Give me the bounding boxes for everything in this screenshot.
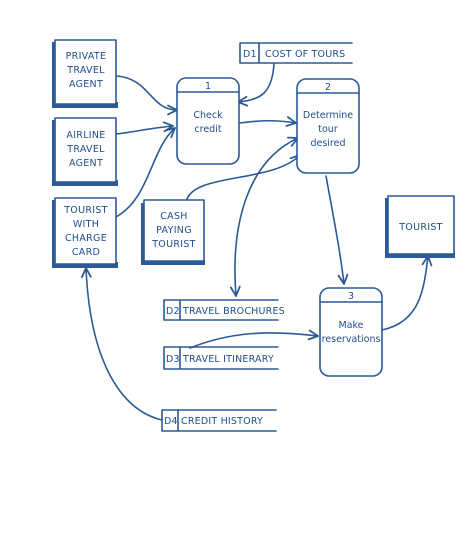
- process-label: tour: [318, 124, 338, 135]
- process-number: 3: [348, 291, 354, 302]
- process-determine-tour-desired: 2 Determine tour desired: [296, 78, 360, 174]
- entity-label: TRAVEL: [66, 144, 105, 155]
- process-label: Make: [338, 320, 363, 331]
- process-make-reservations: 3 Make reservations: [319, 287, 383, 377]
- entity-label: WITH: [73, 219, 99, 230]
- data-store-d3: D3 TRAVEL ITINERARY: [163, 346, 279, 370]
- process-label: desired: [310, 138, 345, 149]
- process-label: Check: [193, 110, 223, 121]
- flow-d3-to-make-reservations: [189, 329, 319, 349]
- process-label: credit: [194, 124, 221, 135]
- flow-airline-agent-to-check-credit: [115, 121, 174, 135]
- data-store-code: D3: [166, 354, 180, 365]
- flow-d4-to-charge-card-tourist: [81, 267, 163, 421]
- entity-label: TOURIST: [63, 205, 108, 216]
- entity-label: TOURIST: [398, 222, 443, 233]
- data-store-d1: D1 COST OF TOURS: [239, 42, 353, 64]
- data-store-label: COST OF TOURS: [265, 49, 345, 60]
- process-check-credit: 1 Check credit: [176, 77, 240, 165]
- data-store-label: CREDIT HISTORY: [181, 416, 263, 427]
- entity-label: PRIVATE: [66, 51, 107, 62]
- flow-d1-to-determine-tour: [237, 63, 275, 107]
- entity-tourist-with-charge-card: TOURIST WITH CHARGE CARD: [52, 197, 118, 268]
- flow-determine-tour-d2: [229, 136, 299, 297]
- data-store-label: TRAVEL BROCHURES: [182, 306, 285, 317]
- data-store-code: D4: [164, 416, 178, 427]
- entity-cash-paying-tourist: CASH PAYING TOURIST: [141, 199, 205, 265]
- entity-label: CHARGE: [65, 233, 107, 244]
- process-label: Determine: [303, 110, 353, 121]
- flow-private-agent-to-check-credit: [115, 75, 178, 116]
- entity-label: AIRLINE: [66, 130, 105, 141]
- entity-label: CASH: [160, 211, 188, 222]
- entity-label: TOURIST: [151, 239, 196, 250]
- data-store-d4: D4 CREDIT HISTORY: [161, 409, 277, 432]
- process-number: 2: [325, 82, 331, 93]
- flow-charge-card-tourist-to-check-credit: [113, 127, 176, 219]
- process-label: reservations: [322, 334, 381, 345]
- entity-label: AGENT: [69, 158, 103, 169]
- data-store-code: D1: [243, 49, 257, 60]
- flow-check-credit-to-determine-tour: [239, 116, 297, 127]
- entity-label: AGENT: [69, 79, 103, 90]
- entity-tourist: TOURIST: [385, 195, 455, 258]
- process-number: 1: [205, 81, 211, 92]
- entity-label: PAYING: [156, 225, 192, 236]
- entity-private-travel-agent: PRIVATE TRAVEL AGENT: [52, 39, 118, 108]
- data-store-code: D2: [166, 306, 180, 317]
- entity-airline-travel-agent: AIRLINE TRAVEL AGENT: [52, 117, 118, 186]
- entity-label: TRAVEL: [66, 65, 105, 76]
- entity-label: CARD: [72, 247, 100, 258]
- flows: [81, 63, 433, 421]
- data-store-d2: D2 TRAVEL BROCHURES: [163, 299, 285, 321]
- flow-make-reservations-to-tourist: [381, 255, 433, 331]
- flow-determine-tour-to-make-reservations: [325, 175, 349, 285]
- data-store-label: TRAVEL ITINERARY: [182, 354, 274, 365]
